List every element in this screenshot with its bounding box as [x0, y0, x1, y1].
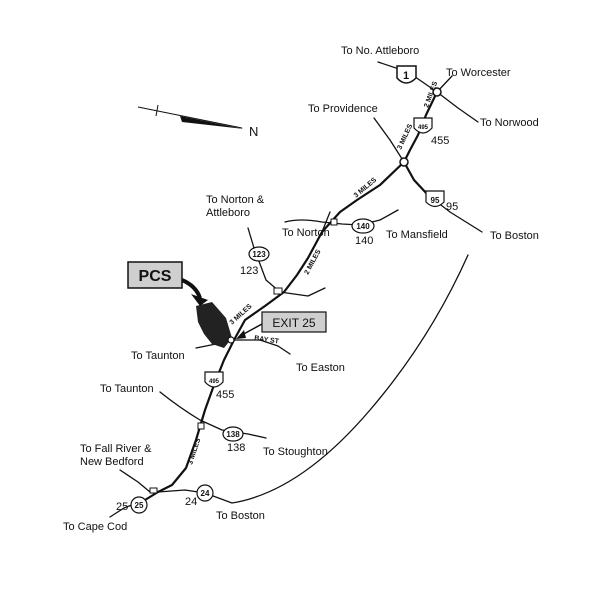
north-arrow-tick: [155, 104, 159, 117]
north-label: N: [249, 124, 258, 139]
rt25-number: 25: [135, 501, 144, 510]
rt24-shield: 24: [196, 484, 214, 502]
i495-mid-number: 495: [209, 379, 220, 385]
interstate-95-route: [402, 160, 430, 197]
route-1-shield: 1: [396, 65, 417, 84]
route-number-455-mid: 455: [216, 389, 234, 401]
worcester-norwood-road: [436, 75, 479, 123]
interchange-exit-25: [227, 336, 235, 344]
i495-top-shield: 495: [413, 117, 433, 134]
label-no-attleboro: To No. Attleboro: [341, 45, 419, 57]
rt138-number: 138: [226, 430, 240, 439]
rt25-shield: 25: [130, 496, 148, 514]
interchange-rt138: [197, 422, 205, 430]
route-number-138: 138: [227, 442, 245, 454]
interchange-rt140: [330, 218, 338, 226]
interchange-rt123: [273, 287, 283, 295]
exit-25-label: EXIT 25: [272, 316, 315, 330]
label-taunton-2: To Taunton: [100, 383, 154, 395]
label-cape-cod: To Cape Cod: [63, 521, 127, 533]
i95-shield: 95: [425, 190, 445, 208]
label-mansfield: To Mansfield: [386, 229, 448, 241]
north-arrow-head-icon: [180, 116, 244, 129]
route-123-road: [247, 227, 326, 297]
pcs-box: [127, 261, 183, 289]
route-number-123: 123: [240, 265, 258, 277]
label-boston-bottom: To Boston: [216, 510, 265, 522]
rt24-number: 24: [201, 489, 210, 498]
interstate-495-route: [143, 90, 439, 502]
label-norwood: To Norwood: [480, 117, 539, 129]
norton-stub-road: [321, 211, 331, 233]
interchange-rt24: [149, 487, 158, 494]
route-1-number: 1: [403, 70, 409, 82]
label-taunton-1: To Taunton: [131, 350, 185, 362]
state-route-shield-icon: [196, 484, 214, 502]
i95-number: 95: [431, 196, 440, 205]
state-route-shield-icon: [222, 426, 244, 442]
north-arrow-shaft: [137, 106, 243, 129]
bay-street-road: [233, 339, 291, 355]
interstate-shield-icon: [413, 117, 433, 134]
route-number-140: 140: [355, 235, 373, 247]
pcs-callout: PCS: [127, 261, 208, 306]
i495-mid-shield: 495: [204, 371, 224, 388]
pcs-arrow-head-icon: [191, 294, 208, 306]
state-route-shield-icon: [248, 246, 270, 262]
us-route-shield-icon: [396, 65, 417, 84]
exit-25-callout: EXIT 25: [236, 311, 327, 339]
label-norton-attleboro-line1: To Norton &: [206, 194, 265, 206]
fall-river-road: [119, 469, 151, 493]
pcs-arrow-line: [181, 278, 202, 299]
route-138-road: [159, 391, 267, 439]
north-arrow: N: [137, 104, 258, 139]
route-number-95: 95: [446, 201, 458, 213]
distance-label-6: 3 MILES: [187, 437, 202, 465]
label-norton: To Norton: [282, 227, 330, 239]
label-stoughton: To Stoughton: [263, 446, 328, 458]
interchange-markers: [149, 87, 442, 494]
i495-top-number: 495: [418, 125, 429, 131]
distance-label-5: 3 MILES: [229, 303, 254, 327]
route-number-455-top: 455: [431, 135, 449, 147]
bay-street-label: BAY ST: [254, 335, 280, 345]
state-route-shield-icon: [351, 218, 375, 234]
interchange-i95: [399, 157, 409, 167]
rt138-shield: 138: [222, 426, 244, 442]
state-route-shield-icon: [130, 496, 148, 514]
label-easton: To Easton: [296, 362, 345, 374]
route-24-road: [157, 254, 469, 504]
providence-road: [373, 117, 405, 163]
rt123-shield: 123: [248, 246, 270, 262]
label-fall-river-line2: New Bedford: [80, 456, 144, 468]
label-providence: To Providence: [308, 103, 378, 115]
label-boston-top: To Boston: [490, 230, 539, 242]
label-worcester: To Worcester: [446, 67, 511, 79]
exit-25-arrow-icon: [236, 330, 246, 339]
interstate-shield-icon: [425, 190, 445, 208]
rt140-shield: 140: [351, 218, 375, 234]
interchange-route-1: [432, 87, 442, 97]
rt140-number: 140: [356, 222, 370, 231]
label-fall-river-line1: To Fall River &: [80, 443, 152, 455]
exit-25-box: [261, 311, 327, 333]
label-norton-attleboro-line2: Attleboro: [206, 207, 250, 219]
pcs-building: [196, 302, 232, 348]
interstate-shield-icon: [204, 371, 224, 388]
route-number-24: 24: [185, 496, 197, 508]
route-number-25: 25: [116, 501, 128, 513]
rt123-number: 123: [252, 250, 266, 259]
pcs-label: PCS: [139, 268, 172, 285]
